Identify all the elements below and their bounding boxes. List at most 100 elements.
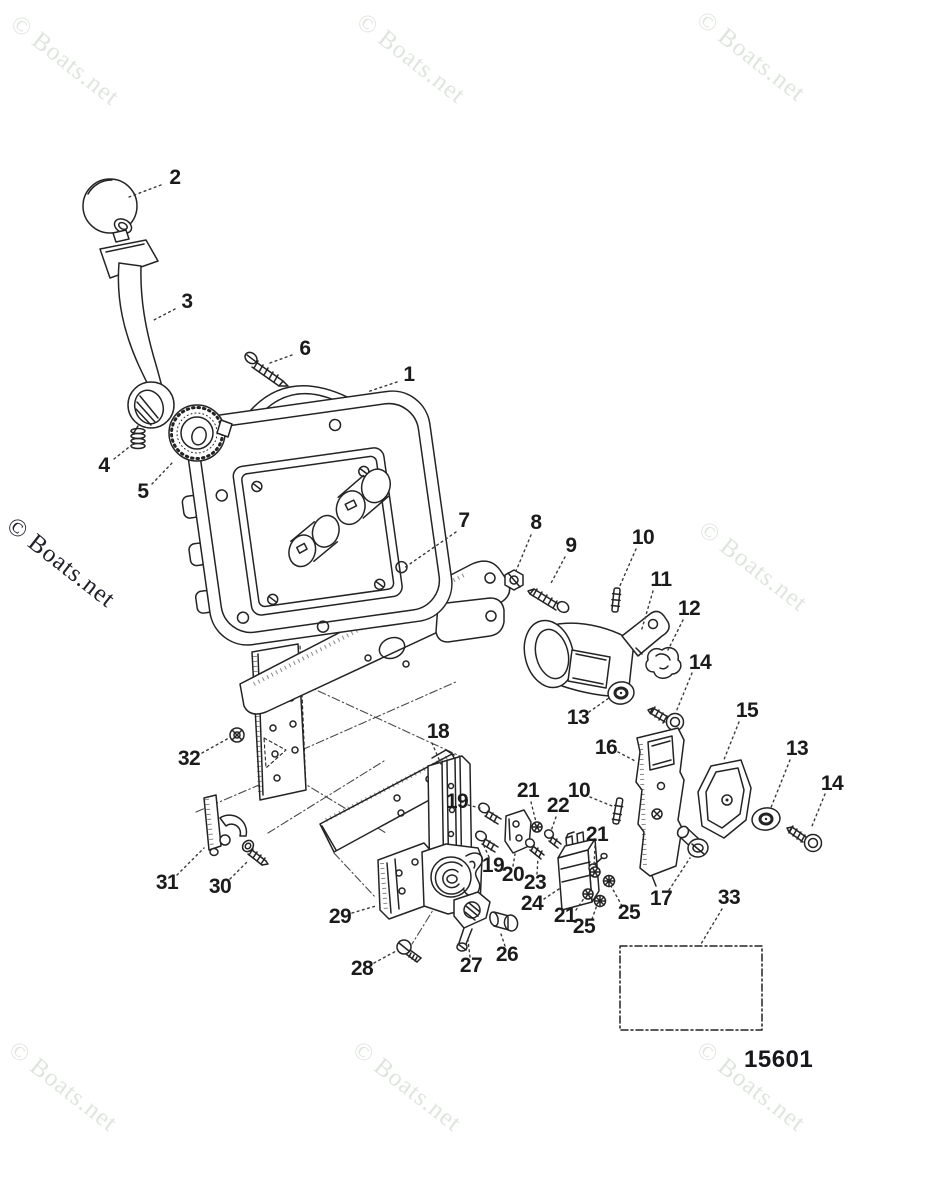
leader-line-9	[549, 556, 566, 586]
leader-line-5	[151, 462, 173, 485]
leader-line-21	[593, 845, 596, 867]
callout-18: 18	[426, 720, 450, 743]
leader-line-11	[640, 590, 654, 633]
callout-21: 21	[585, 823, 609, 846]
callout-13: 13	[566, 706, 590, 729]
leader-line-13	[769, 759, 791, 811]
part-23-screw-drawing	[524, 838, 545, 860]
leader-line-3	[151, 308, 176, 322]
part-4-spring-drawing	[130, 427, 146, 450]
leader-line-16	[617, 751, 638, 763]
callout-32: 32	[177, 747, 201, 770]
callout-6: 6	[299, 337, 311, 360]
part-3-handle-drawing	[99, 239, 175, 435]
callout-1: 1	[403, 363, 415, 386]
leader-line-14	[675, 672, 693, 713]
leader-line-25	[610, 885, 623, 907]
part-5-dial-drawing	[168, 404, 233, 462]
callout-10: 10	[567, 779, 591, 802]
leader-line-32	[201, 737, 230, 754]
leader-line-31	[176, 847, 205, 876]
callout-33: 33	[717, 886, 741, 909]
part-10-pin-lower-drawing	[611, 797, 624, 825]
leader-line-14	[811, 793, 826, 827]
callout-17: 17	[649, 887, 673, 910]
callout-12: 12	[677, 597, 701, 620]
callout-24: 24	[520, 892, 544, 915]
part-15-cover-drawing	[697, 759, 752, 839]
callout-19: 19	[445, 790, 469, 813]
part-12-bolt-drawing	[645, 646, 682, 679]
part-16-bracket-drawing	[635, 727, 685, 887]
part-22-screw-drawing	[543, 829, 562, 849]
leader-line-28	[373, 949, 399, 964]
part-27-lever-drawing	[453, 891, 491, 952]
part-8-nut-drawing	[504, 569, 524, 591]
callout-27: 27	[459, 954, 483, 977]
leader-line-10	[618, 548, 637, 589]
leader-line-15	[722, 721, 740, 763]
leader-line-18	[431, 742, 442, 765]
callout-30: 30	[208, 875, 232, 898]
callout-29: 29	[328, 905, 352, 928]
callout-28: 28	[350, 957, 374, 980]
callout-25: 25	[617, 901, 641, 924]
leader-line-17	[668, 857, 691, 891]
part-1-housing-drawing	[181, 385, 453, 646]
part-13-washer-drawing	[607, 681, 635, 705]
leader-line-30	[229, 861, 248, 880]
callout-7: 7	[458, 509, 470, 532]
part-number-label: 15601	[744, 1046, 814, 1073]
part-31-bracket-drawing	[203, 794, 248, 857]
leader-line-20	[512, 853, 516, 867]
leader-line-10	[589, 796, 613, 807]
callout-26: 26	[495, 943, 519, 966]
callout-25: 25	[572, 915, 596, 938]
part-29-bracket-drawing	[377, 842, 434, 920]
part-19-screws-drawing	[474, 802, 502, 853]
leader-line-2	[128, 184, 162, 198]
part-13b-washer-drawing	[751, 807, 781, 831]
callout-31: 31	[155, 871, 179, 894]
leader-line-12	[667, 619, 684, 651]
part-2-knob-drawing	[82, 178, 138, 243]
leader-line-24	[543, 888, 560, 900]
part-17-bolt-drawing	[676, 825, 709, 858]
callout-10: 10	[631, 526, 655, 549]
part-11-cam-lever-drawing	[523, 610, 670, 698]
part-14-screw-drawing	[647, 706, 685, 732]
leader-line-13	[588, 697, 610, 713]
callout-23: 23	[523, 871, 547, 894]
callout-2: 2	[169, 166, 181, 189]
leader-line-7	[403, 531, 457, 569]
part-26-bolt-drawing	[489, 911, 519, 932]
callout-8: 8	[530, 511, 542, 534]
part-9-screw-drawing	[527, 588, 570, 614]
callout-11: 11	[650, 568, 672, 591]
leader-line-26	[499, 930, 506, 947]
part-33-dashed-box	[619, 945, 763, 1031]
part-30-screw-drawing	[241, 839, 269, 866]
callout-4: 4	[98, 454, 110, 477]
callout-21: 21	[553, 904, 577, 927]
part-28-screw-drawing	[396, 939, 422, 963]
leader-line-8	[515, 534, 532, 572]
callout-3: 3	[181, 290, 193, 313]
leader-line-4	[113, 443, 134, 460]
leader-line-25	[591, 904, 598, 920]
callout-13: 13	[785, 737, 809, 760]
callout-22: 22	[546, 794, 570, 817]
callout-20: 20	[501, 863, 525, 886]
callout-15: 15	[735, 699, 759, 722]
callout-9: 9	[565, 534, 577, 557]
leader-line-1	[366, 381, 398, 393]
part-10-pin-upper-drawing	[610, 587, 622, 613]
part-6-screw-drawing	[244, 351, 289, 387]
callout-14: 14	[820, 772, 844, 795]
leader-line-6	[269, 354, 293, 364]
callout-19: 19	[481, 854, 505, 877]
leader-line-33	[700, 908, 723, 945]
